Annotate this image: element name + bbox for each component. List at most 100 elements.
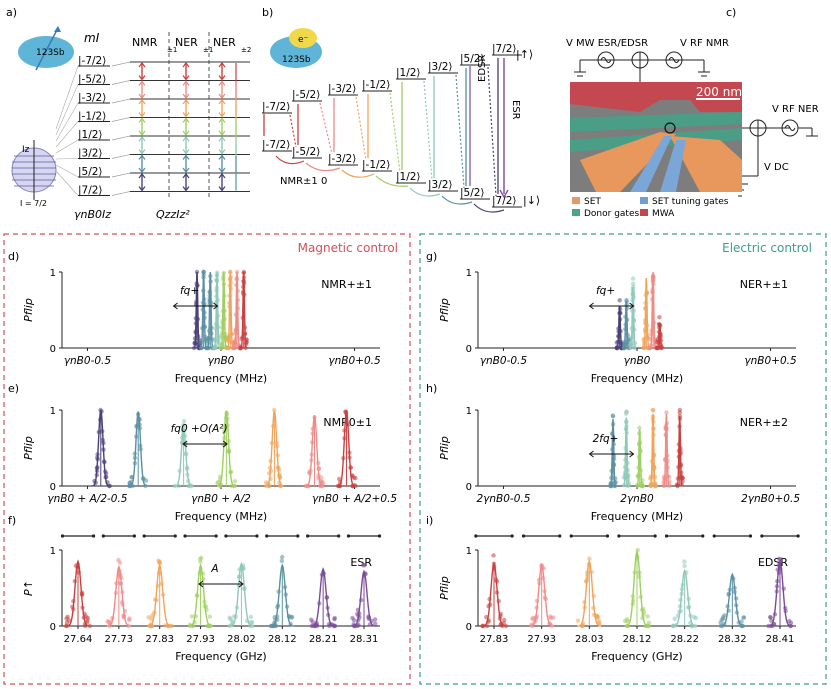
data-point bbox=[272, 407, 277, 413]
arrow-head-icon bbox=[218, 99, 226, 105]
x-tick-label: 28.32 bbox=[718, 634, 747, 645]
spin-label: I = 7/2 bbox=[20, 199, 47, 208]
level-label-a: |3/2⟩ bbox=[78, 148, 103, 160]
data-point bbox=[332, 615, 337, 621]
level-label-a: |-5/2⟩ bbox=[78, 74, 106, 86]
arrow-head-icon bbox=[218, 62, 226, 68]
level-connector bbox=[111, 135, 131, 141]
nmr0-transition bbox=[305, 162, 341, 172]
data-point bbox=[741, 615, 746, 620]
col-header-nmr: NMR bbox=[132, 36, 158, 49]
data-point bbox=[127, 617, 132, 623]
mw-label: V MW ESR/EDSR bbox=[566, 38, 648, 49]
data-point bbox=[650, 407, 656, 413]
rf-nmr-label: V RF NMR bbox=[680, 38, 729, 49]
data-point bbox=[548, 614, 553, 619]
sem-image bbox=[570, 82, 742, 192]
arrow-head-icon bbox=[218, 186, 226, 192]
data-point bbox=[263, 480, 269, 485]
data-point bbox=[617, 298, 622, 303]
edsr-label: EDSR bbox=[477, 55, 488, 82]
x-tick-label: 28.03 bbox=[575, 634, 604, 645]
fit-curve bbox=[305, 415, 324, 487]
segment-dot bbox=[132, 534, 136, 538]
electric-control-box bbox=[419, 233, 827, 685]
sphere-connector bbox=[55, 158, 79, 160]
segment-dot bbox=[664, 534, 669, 538]
arrow-head-icon bbox=[218, 75, 226, 81]
data-point bbox=[664, 410, 669, 415]
data-point bbox=[351, 618, 357, 623]
level-label-a: |1/2⟩ bbox=[78, 129, 103, 141]
arrow-head-icon bbox=[218, 130, 226, 136]
magnetic-control-title: Magnetic control bbox=[298, 241, 398, 255]
level-connector bbox=[111, 80, 131, 85]
data-point bbox=[248, 614, 254, 620]
top-level-label: |1/2⟩ bbox=[396, 67, 421, 79]
arrow-head-icon bbox=[182, 154, 190, 160]
segment-dot bbox=[558, 534, 562, 538]
legend-mwa: MWA bbox=[652, 209, 675, 219]
x-tick-label: 27.64 bbox=[64, 634, 93, 645]
nmr0-transition bbox=[275, 155, 305, 165]
panel-label-g: g) bbox=[426, 250, 437, 263]
fit-curve bbox=[129, 411, 148, 487]
data-point bbox=[117, 560, 123, 565]
x-tick-label: 28.12 bbox=[623, 634, 652, 645]
segment-dot bbox=[346, 534, 351, 538]
col-header-ner1-sub: ±1 bbox=[203, 46, 213, 54]
data-point bbox=[216, 479, 221, 485]
data-point bbox=[372, 617, 378, 622]
energy-levels-a: |-7/2⟩|-5/2⟩|-3/2⟩|-1/2⟩|1/2⟩|3/2⟩|5/2⟩|… bbox=[55, 55, 250, 197]
arrow-head-icon bbox=[138, 149, 146, 155]
x-tick-label: 27.83 bbox=[145, 634, 174, 645]
energy-levels-b: |-7/2⟩|-5/2⟩|-3/2⟩|-1/2⟩|1/2⟩|3/2⟩|5/2⟩|… bbox=[262, 43, 522, 213]
atom-arrow-head-icon bbox=[54, 26, 61, 32]
dotted-transition bbox=[319, 102, 333, 155]
iz-label: Iz bbox=[22, 145, 30, 155]
arrow-head-icon bbox=[138, 117, 146, 123]
data-point bbox=[361, 562, 366, 568]
legend-set: SET bbox=[584, 197, 601, 207]
legend-tuning: SET tuning gates bbox=[652, 197, 729, 207]
arrow-head-icon bbox=[138, 62, 146, 68]
data-point bbox=[189, 614, 195, 619]
data-point bbox=[682, 559, 687, 564]
rf-ner-label: V RF NER bbox=[772, 104, 819, 115]
y-axis-label: P↑ bbox=[22, 580, 35, 596]
arrow-head-icon bbox=[138, 80, 146, 86]
arrow-head-icon bbox=[138, 112, 146, 118]
data-point bbox=[682, 563, 687, 569]
sphere-connector bbox=[55, 84, 79, 136]
annotation-arrow-head-icon bbox=[629, 302, 635, 310]
y-tick-label: 0 bbox=[466, 344, 472, 355]
x-tick-label: 28.02 bbox=[227, 634, 256, 645]
bottom-level-label: |3/2⟩ bbox=[428, 179, 453, 191]
arrow-head-icon bbox=[218, 117, 226, 123]
data-point bbox=[163, 623, 168, 628]
panel-b: b) e⁻ 123Sb |-7/2⟩|-5/2⟩|-3/2⟩|-1/2⟩|1/2… bbox=[262, 6, 540, 213]
data-point bbox=[624, 617, 630, 622]
annotation-label: 2fq+ bbox=[593, 433, 619, 445]
y-axis-label: Pflip bbox=[438, 436, 451, 460]
down-label: |↓⟩ bbox=[523, 194, 540, 207]
bottom-level-label: |-5/2⟩ bbox=[292, 146, 320, 158]
annotation-arrow-head-icon bbox=[588, 302, 594, 310]
x-tick-label: 2γnB0+0.5 bbox=[741, 493, 800, 505]
panel-label-h: h) bbox=[426, 382, 437, 395]
segment-dot bbox=[617, 534, 621, 538]
segment-dot bbox=[760, 534, 764, 538]
data-point bbox=[105, 619, 110, 624]
segment-dot bbox=[265, 534, 269, 538]
arrow-head-icon bbox=[182, 99, 190, 105]
x-tick-label: 2γnB0 bbox=[620, 493, 654, 505]
data-point bbox=[691, 614, 697, 620]
legend-donor: Donor gates bbox=[584, 209, 640, 219]
x-tick-label: 27.73 bbox=[105, 634, 134, 645]
top-level-label: |-1/2⟩ bbox=[362, 79, 390, 91]
arrow-head-icon bbox=[218, 149, 226, 155]
sphere-connector bbox=[55, 65, 79, 130]
